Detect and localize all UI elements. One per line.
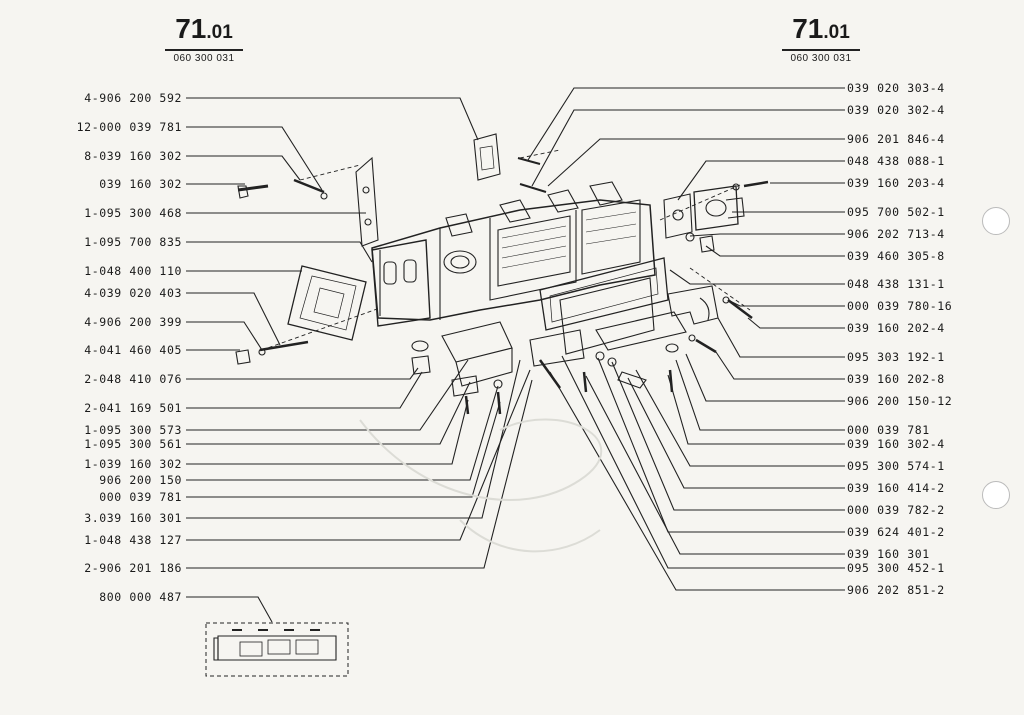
page-header-left: 71.01 060 300 031 xyxy=(165,14,243,64)
part-label-right: 039 160 301 xyxy=(847,547,930,561)
part-label-right: 095 303 192-1 xyxy=(847,350,945,364)
part-label-left: 4-039 020 403 xyxy=(84,286,182,300)
part-label-right: 039 160 203-4 xyxy=(847,176,945,190)
part-label-right: 095 700 502-1 xyxy=(847,205,945,219)
part-label-left: 1-048 400 110 xyxy=(84,264,182,278)
part-label-right: 095 300 452-1 xyxy=(847,561,945,575)
part-label-left: 1-095 700 835 xyxy=(84,235,182,249)
part-label-left: 000 039 781 xyxy=(99,490,182,504)
catalog-code-left: 060 300 031 xyxy=(173,53,235,64)
part-label-right: 039 160 302-4 xyxy=(847,437,945,451)
part-label-left: 4-906 200 592 xyxy=(84,91,182,105)
part-label-right: 039 020 303-4 xyxy=(847,81,945,95)
page-number-left: 71.01 xyxy=(175,13,233,44)
binder-hole-bottom xyxy=(982,481,1010,509)
part-label-left: 1-048 438 127 xyxy=(84,533,182,547)
part-label-left: 039 160 302 xyxy=(99,177,182,191)
part-label-right: 039 020 302-4 xyxy=(847,103,945,117)
part-label-right: 048 438 131-1 xyxy=(847,277,945,291)
part-label-left: 3.039 160 301 xyxy=(84,511,182,525)
part-label-right: 039 160 414-2 xyxy=(847,481,945,495)
part-label-right: 906 202 851-2 xyxy=(847,583,945,597)
binder-hole-top xyxy=(982,207,1010,235)
part-label-left: 1-095 300 561 xyxy=(84,437,182,451)
part-label-right: 039 624 401-2 xyxy=(847,525,945,539)
part-label-left: 1-095 300 468 xyxy=(84,206,182,220)
part-label-right: 906 202 713-4 xyxy=(847,227,945,241)
catalog-code-right: 060 300 031 xyxy=(790,53,852,64)
part-label-left: 4-041 460 405 xyxy=(84,343,182,357)
part-label-right: 095 300 574-1 xyxy=(847,459,945,473)
part-label-left: 906 200 150 xyxy=(99,473,182,487)
part-label-right: 039 160 202-4 xyxy=(847,321,945,335)
part-label-right: 000 039 780-16 xyxy=(847,299,953,313)
part-label-right: 000 039 782-2 xyxy=(847,503,945,517)
part-label-left: 2-041 169 501 xyxy=(84,401,182,415)
part-label-right: 906 200 150-12 xyxy=(847,394,953,408)
part-label-left: 1-095 300 573 xyxy=(84,423,182,437)
part-label-right: 000 039 781 xyxy=(847,423,930,437)
part-label-left: 12-000 039 781 xyxy=(76,120,182,134)
part-label-left: 8-039 160 302 xyxy=(84,149,182,163)
part-label-right: 048 438 088-1 xyxy=(847,154,945,168)
part-label-right: 039 160 202-8 xyxy=(847,372,945,386)
part-label-right: 906 201 846-4 xyxy=(847,132,945,146)
page-header-right: 71.01 060 300 031 xyxy=(782,14,860,64)
part-label-left: 2-906 201 186 xyxy=(84,561,182,575)
page-number-right: 71.01 xyxy=(792,13,850,44)
part-label-left: 2-048 410 076 xyxy=(84,372,182,386)
part-label-right: 039 460 305-8 xyxy=(847,249,945,263)
part-label-left: 1-039 160 302 xyxy=(84,457,182,471)
part-label-left: 4-906 200 399 xyxy=(84,315,182,329)
part-label-left: 800 000 487 xyxy=(99,590,182,604)
